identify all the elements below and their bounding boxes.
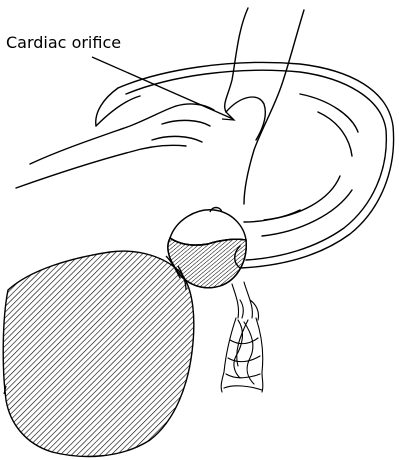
- vessel-bundle: [221, 282, 263, 392]
- cardiac-orifice-label: Cardiac orifice: [6, 33, 121, 52]
- hatched-mass: [3, 251, 194, 456]
